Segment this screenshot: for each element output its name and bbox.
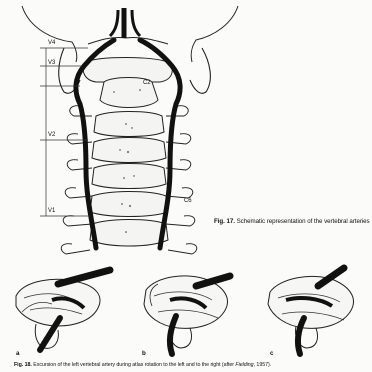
panel-label-c: c [270, 350, 273, 357]
figure-18-caption-text: Excursion of the left vertebral artery d… [33, 362, 234, 368]
figure-18-number: Fig. 18. [14, 362, 32, 368]
figure-18-panel-c [268, 268, 353, 354]
figure-18-panel-a [16, 270, 110, 350]
figure-18-panel-b [144, 276, 230, 354]
panel-label-b: b [142, 350, 146, 357]
panel-label-a: a [16, 350, 19, 357]
figure-18-caption-year: , 1957). [254, 362, 272, 368]
figure-18-caption-author: Fielding [235, 362, 253, 368]
figure-18-caption: Fig. 18. Excursion of the left vertebral… [14, 362, 271, 369]
